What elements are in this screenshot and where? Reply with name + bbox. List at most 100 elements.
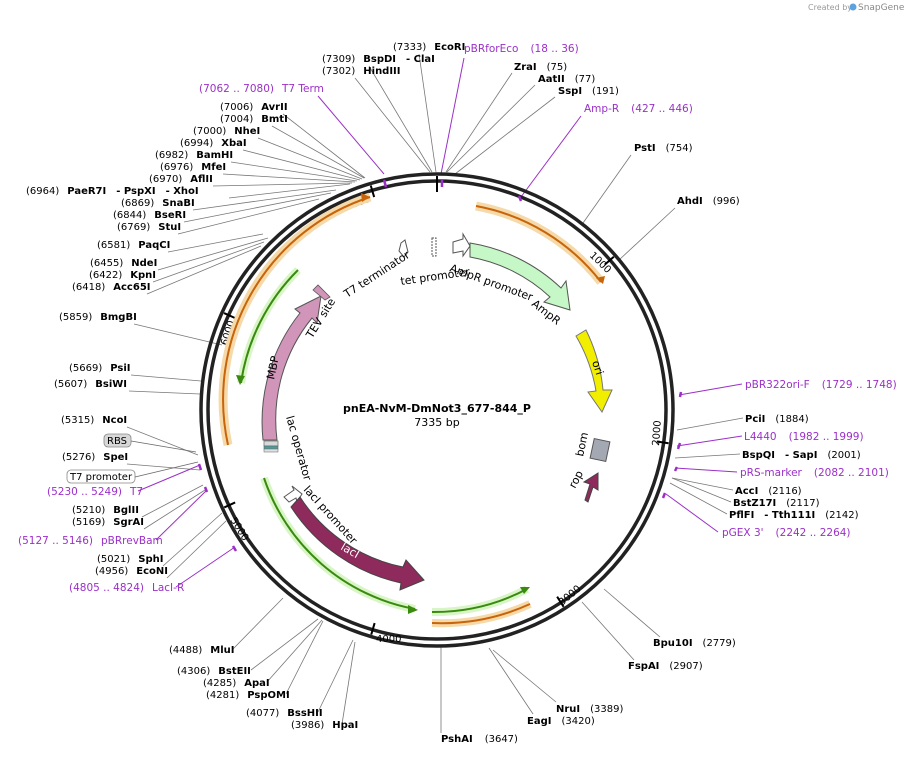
pflfi-name: PflFI (729, 510, 754, 521)
econi-label: (4956)EcoNI (95, 566, 168, 577)
bmti-leader (271, 125, 365, 179)
green-arrow-bottom-right-head (520, 587, 530, 594)
zrai-leader (445, 72, 513, 173)
sgrai-leader (143, 489, 206, 530)
t7-promoter-label-box (66, 469, 136, 484)
nhei-pos: (7000) (193, 126, 226, 137)
apai-pos: (4285) (203, 678, 236, 689)
orange-arrow-left-head (361, 193, 370, 202)
stui-name: StuI (158, 222, 181, 233)
ncoi-label: (5315)NcoI (61, 415, 127, 426)
bspdi-name: - ClaI (406, 54, 435, 65)
paqci-pos: (6581) (97, 240, 130, 251)
acc65i-leader (146, 245, 262, 295)
plasmid-size: 7335 bp (414, 416, 459, 429)
psii-name: PsiI (110, 363, 130, 374)
pflfi-label: PflFI - Tth111I (2142) (729, 510, 859, 521)
site-labels: (7333)EcoRI(7309)BspDI- ClaI(7302)HindII… (18, 42, 897, 745)
bsteii-leader (250, 618, 319, 671)
pbrrevbam-leader (155, 489, 208, 541)
bsiwi-name: BsiWI (95, 379, 127, 390)
fspai-leader (581, 601, 635, 661)
ring-tick-label: 5000 (227, 516, 250, 543)
bstz17i-leader (671, 477, 732, 503)
t7-promoter-box (263, 448, 279, 453)
ecori-leader (418, 53, 437, 173)
acc65i-pos: (6418) (72, 282, 105, 293)
sspi-name: SspI (558, 86, 582, 97)
sspi-leader (454, 96, 556, 175)
ring-tick-mark (370, 622, 376, 635)
pflfi-name: - Tth111I (764, 510, 815, 521)
pflfi-pos: (2142) (825, 510, 858, 521)
pflfi-leader (669, 482, 728, 515)
zrai-label: ZraI(75) (514, 62, 567, 73)
kpni-leader (152, 241, 265, 283)
bmgbi-pos: (5859) (59, 312, 92, 323)
pshai-name: PshAI (441, 734, 473, 745)
green-arrow-bottom-right (431, 588, 528, 614)
aflii-leader (212, 182, 353, 187)
nrui-leader (492, 649, 557, 703)
aatii-pos: (77) (575, 74, 596, 85)
hpai-leader (341, 641, 356, 725)
ampr_p-pos: Amp-R (584, 103, 619, 115)
bspqi-name: - SapI (785, 450, 817, 461)
t7-terminator-glyph (398, 239, 409, 258)
bom-box (589, 437, 611, 463)
bglii-label: (5210)BglII (72, 505, 139, 516)
ahdi-name: AhdI (677, 196, 703, 207)
bsteii-pos: (4306) (177, 666, 210, 677)
ampr_p-pos: (427 .. 446) (631, 103, 693, 115)
pbrforeco-label: pBRforEco(18 .. 36) (464, 43, 579, 55)
snabi-label: (6869)SnaBI (121, 198, 195, 209)
ndei-pos: (6455) (90, 258, 123, 269)
psii-leader (130, 374, 202, 382)
apai-name: ApaI (244, 678, 269, 689)
t7-pos: T7 (129, 486, 143, 498)
nrui-label: NruI (3389) (556, 704, 623, 715)
bsteii-name: BstEII (218, 666, 251, 677)
orange-arrow-bottom (431, 603, 531, 625)
credit-brand: SnapGene (858, 3, 905, 13)
snapgene-logo-icon (849, 3, 857, 11)
acc65i-name: Acc65I (113, 282, 150, 293)
xbai-label: (6994)XbaI (180, 138, 247, 149)
mlui-pos: (4488) (169, 645, 202, 656)
mfei-label: (6976)MfeI (160, 162, 226, 173)
nrui-name: NruI (556, 704, 580, 715)
mfei-pos: (6976) (160, 162, 193, 173)
ampr_p-leader (520, 115, 582, 198)
laci_r-pos: LacI-R (152, 582, 184, 594)
pcii-name: PciI (745, 414, 765, 425)
plasmid-name: pnEA-NvM-DmNot3_677-844_P (343, 402, 531, 415)
rbs-leader (130, 440, 197, 453)
bsiwi-pos: (5607) (54, 379, 87, 390)
nrui-pos: (3389) (590, 704, 623, 715)
bpu10i-name: Bpu10I (653, 638, 693, 649)
mbp-label: MBP (264, 354, 282, 380)
bsiwi-label: (5607) BsiWI (54, 379, 127, 390)
econi-name: EcoNI (136, 566, 168, 577)
acci-pos: (2116) (768, 486, 801, 497)
kpni-name: KpnI (130, 270, 156, 281)
bspdi-leader (368, 65, 433, 173)
pgex3-label: pGEX 3'(2242 .. 2264) (722, 527, 851, 539)
prsmarker-leader (674, 467, 738, 473)
acci-leader (671, 477, 734, 491)
paqci-name: PaqCI (138, 240, 170, 251)
ampr_p-label: Amp-R (427 .. 446) (584, 103, 693, 115)
ampr-promoter-arrow (452, 232, 471, 258)
tet-promoter-label: tet promoter (400, 265, 472, 288)
t7term-pos: T7 Term (281, 83, 324, 95)
psti-name: PstI (634, 143, 656, 154)
l4440-pos: L4440 (744, 431, 777, 443)
mlui-name: MluI (210, 645, 234, 656)
green-arrow-bottom (263, 477, 416, 610)
stui-pos: (6769) (117, 222, 150, 233)
bseri-pos: (6844) (113, 210, 146, 221)
t7-label: (5230 .. 5249)T7 (47, 486, 143, 498)
psti-pos: (754) (666, 143, 693, 154)
pshai-pos: (3647) (485, 734, 518, 745)
bspdi-pos: (7309) (322, 54, 355, 65)
